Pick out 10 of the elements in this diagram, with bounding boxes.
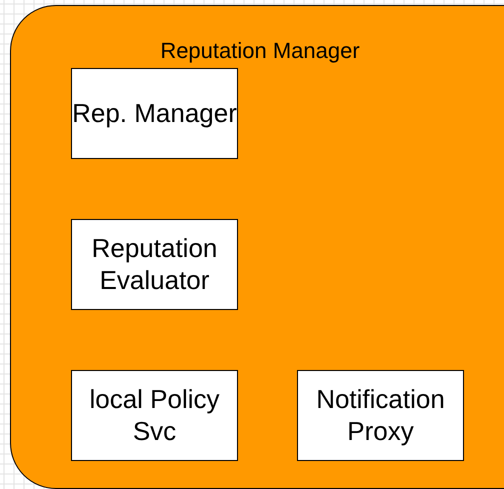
container-title: Reputation Manager: [160, 38, 361, 63]
component-label: Rep. Manager: [72, 98, 237, 130]
component-label: Notification Proxy: [315, 384, 446, 447]
component-box: [71, 68, 238, 159]
component-box: [297, 370, 464, 461]
component-box: [71, 370, 238, 461]
component-label: local Policy Svc: [88, 384, 221, 447]
component-label: Reputation Evaluator: [90, 233, 218, 296]
component-box: [71, 219, 238, 310]
container-box: [10, 5, 504, 489]
